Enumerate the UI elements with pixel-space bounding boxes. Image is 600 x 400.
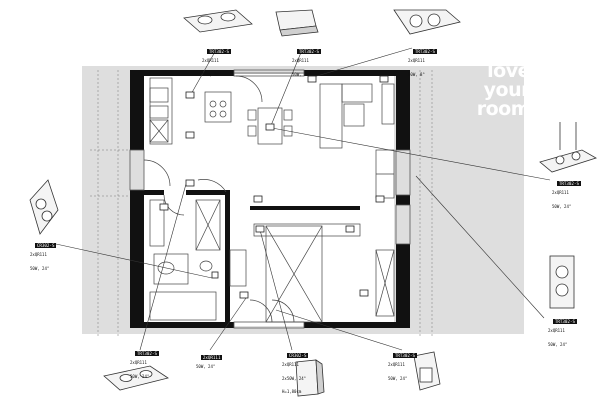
fixture-code: TRT302-S <box>552 318 577 324</box>
fixture-spec: 2xQR111 <box>30 251 47 257</box>
fixture-spec: 50W, 24° <box>548 341 568 347</box>
fixture-spec: 50W, 24° <box>202 71 222 77</box>
fixture-label: CR302-S 2xQR111 2x50W, 24° H=1,80cm <box>282 348 309 400</box>
fixture-icon-bottom-middle <box>295 359 325 397</box>
fixture-icon-right-pendant <box>539 122 597 173</box>
fixture-icon-right-wall <box>549 255 575 309</box>
fixture-code: TRT302-S <box>412 48 437 54</box>
fixture-label: TRT302-S 2xQR111 50W, 8° <box>408 44 437 82</box>
fixture-icon-top-middle <box>275 9 319 37</box>
fixture-spec: H=1,80cm <box>282 389 302 395</box>
walls <box>130 70 410 328</box>
fixture-spec: 2xQR111 <box>202 57 219 63</box>
fixture-icon-bottom-left <box>103 365 169 391</box>
fixture-spec: 50W, 24° <box>388 375 408 381</box>
fixture-spec: 2xQR111 <box>552 189 569 195</box>
fixture-spec: 50W, 24° <box>292 71 312 77</box>
brand-logo: love your room <box>438 60 531 120</box>
fixture-spec: 2xQR111 <box>282 361 299 367</box>
fixture-spec: 2xQR111 <box>130 359 147 365</box>
fixture-icon-left <box>29 179 59 235</box>
dimension-lines <box>90 70 433 336</box>
brand-line-2: your <box>483 79 531 101</box>
brand-line-3: room <box>476 98 531 120</box>
fixture-code: CR302-S <box>34 242 57 248</box>
fixture-code: TRT302-S <box>556 180 581 186</box>
fixture-label: TRT302-S 2xQR111 50W, 24° <box>130 346 159 384</box>
fixture-code: 2xQR111 <box>200 354 223 360</box>
fixture-spec: 50W, 24° <box>196 363 216 369</box>
fixture-label: CR302-S 2xQR111 50W, 24° <box>30 238 57 276</box>
fixture-label: TRT302-S 2xQR111 50W, 24° <box>388 348 417 386</box>
fixture-spec: 2xQR111 <box>548 327 565 333</box>
fixture-illustrations <box>29 9 597 397</box>
fixture-spec: 50W, 24° <box>552 203 572 209</box>
fixture-code: TRT302-S <box>296 48 321 54</box>
fixture-label: TRT302-S 2xQR111 50W, 24° <box>292 44 321 82</box>
fixture-icon-top-right <box>393 9 461 35</box>
fixture-code: CR302-S <box>286 352 309 358</box>
fixture-spec: 2xQR111 <box>388 361 405 367</box>
fixture-spec: 2xQR111 <box>408 57 425 63</box>
fixture-spec: 50W, 24° <box>30 265 50 271</box>
fixture-spec: 2xQR111 <box>292 57 309 63</box>
fixture-spec: 50W, 24° <box>130 373 150 379</box>
fixture-code: TRT302-S <box>134 350 159 356</box>
furniture <box>143 75 395 323</box>
fixture-code: TRT302-S <box>392 352 417 358</box>
fixture-icon-bottom-right <box>413 351 441 391</box>
fixture-label: TRT302-S 2xQR111 50W, 24° <box>552 176 581 214</box>
fixture-markers <box>159 75 389 299</box>
brand-line-1: love <box>487 60 530 82</box>
fixture-icon-top-left <box>183 9 253 33</box>
fixture-code: TRT302-S <box>206 48 231 54</box>
fixture-label: TRT302-S 2xQR111 50W, 24° <box>548 314 577 352</box>
fixture-spec: 2x50W, 24° <box>282 375 307 381</box>
leader-lines <box>55 47 551 351</box>
fixture-label: 2xQR111 50W, 24° <box>196 350 223 374</box>
fixture-spec: 50W, 8° <box>408 71 425 77</box>
fixture-label: TRT302-S 2xQR111 50W, 24° <box>202 44 231 82</box>
